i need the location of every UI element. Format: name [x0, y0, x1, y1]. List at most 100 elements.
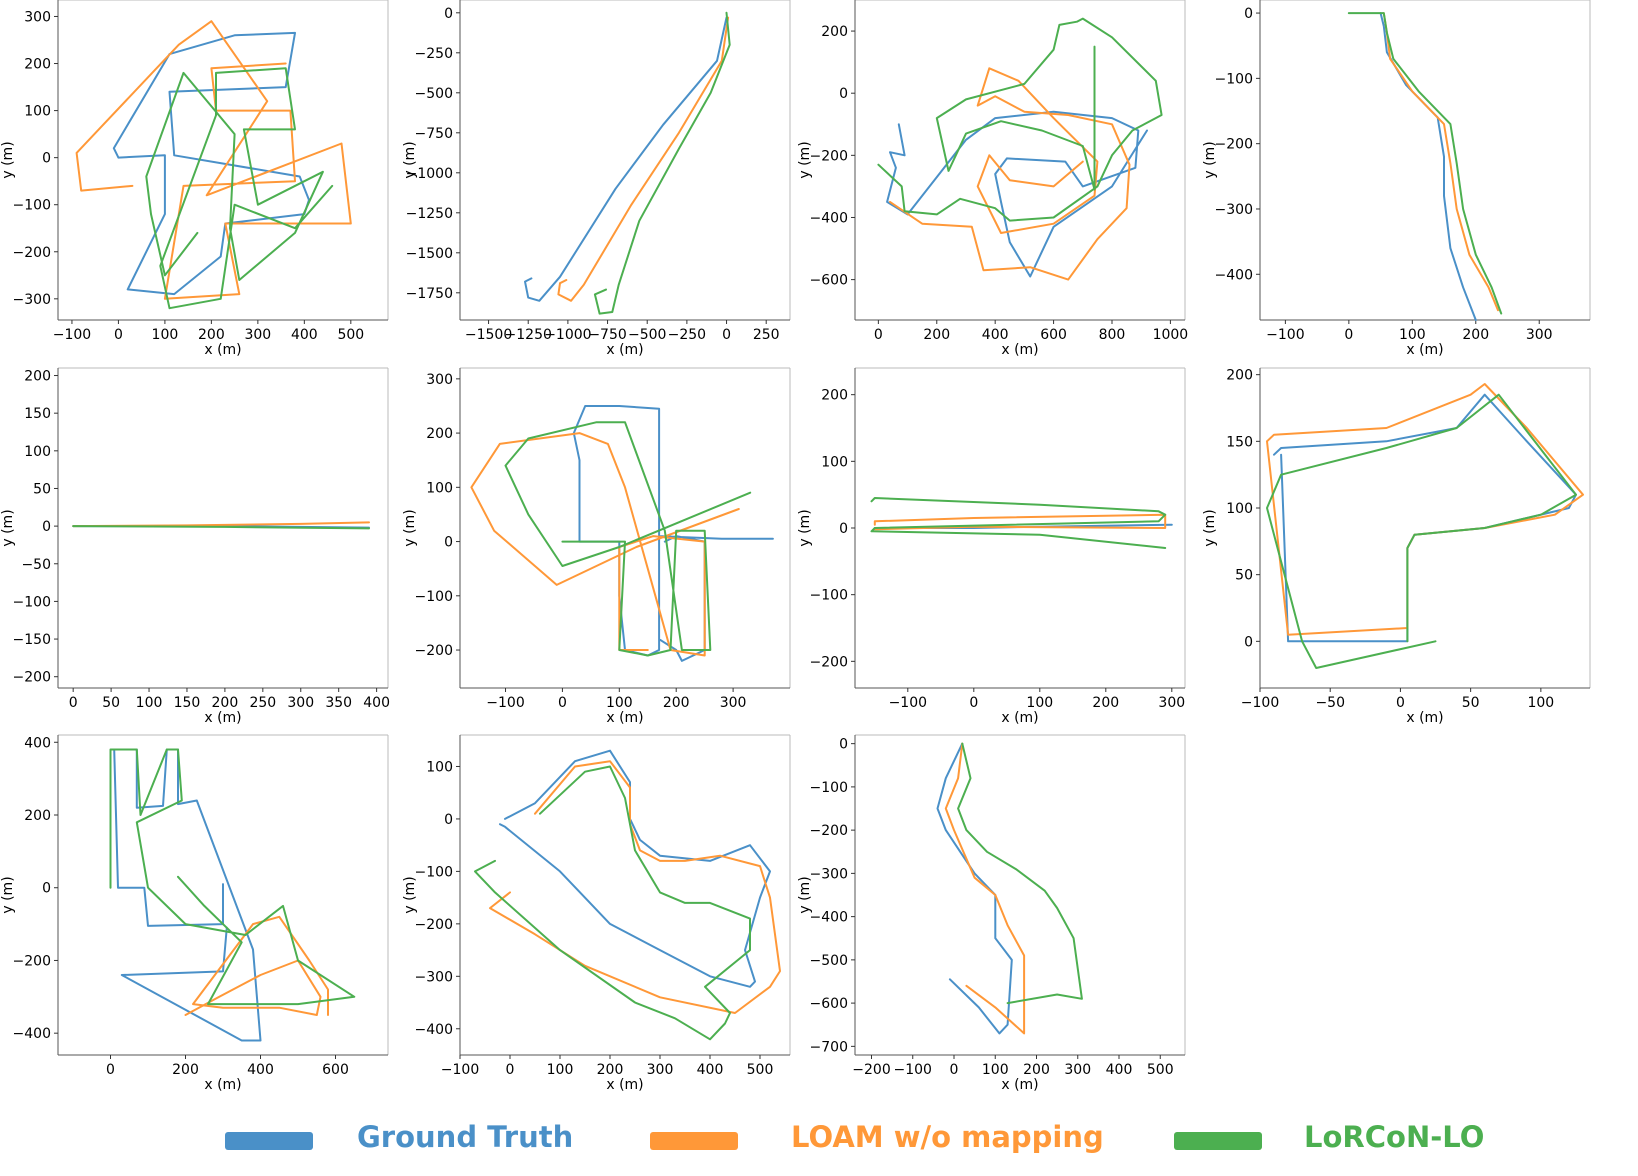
- y-axis-label: y (m): [1202, 141, 1218, 178]
- y-tick-label: −100: [13, 198, 51, 214]
- y-tick-label: −500: [415, 86, 453, 102]
- x-axis-label: x (m): [204, 342, 241, 358]
- x-axis-label: x (m): [1001, 1077, 1038, 1093]
- x-tick-label: 0: [1344, 327, 1353, 343]
- x-axis-label: x (m): [606, 710, 643, 726]
- y-tick-label: 0: [42, 151, 51, 167]
- y-axis-label: y (m): [797, 141, 813, 178]
- y-tick-label: −200: [810, 148, 848, 164]
- x-tick-label: 100: [152, 327, 179, 343]
- y-tick-label: 0: [839, 86, 848, 102]
- y-tick-label: −300: [1215, 202, 1253, 218]
- x-tick-label: 400: [1106, 1062, 1133, 1078]
- x-tick-label: 1000: [1153, 327, 1189, 343]
- y-tick-label: 100: [24, 444, 51, 460]
- y-tick-label: −600: [810, 996, 848, 1012]
- x-tick-label: 200: [597, 1062, 624, 1078]
- y-tick-label: −250: [415, 46, 453, 62]
- x-tick-label: 100: [1527, 695, 1554, 711]
- x-tick-label: 0: [558, 695, 567, 711]
- x-tick-label: −200: [852, 1062, 890, 1078]
- x-tick-label: 100: [982, 1062, 1009, 1078]
- x-tick-label: 0: [722, 327, 731, 343]
- x-tick-label: −500: [628, 327, 666, 343]
- trajectory-series-1: [1379, 12, 1477, 321]
- y-axis-label: y (m): [1202, 509, 1218, 546]
- x-tick-label: −100: [53, 327, 91, 343]
- y-tick-label: 200: [24, 57, 51, 73]
- x-tick-label: −100: [1241, 695, 1279, 711]
- y-tick-label: −1500: [406, 246, 453, 262]
- y-axis-label: y (m): [402, 141, 418, 178]
- y-tick-label: 100: [426, 759, 453, 775]
- y-tick-label: −200: [415, 917, 453, 933]
- y-axis-label: y (m): [797, 509, 813, 546]
- x-tick-label: 300: [647, 1062, 674, 1078]
- y-tick-label: 0: [839, 521, 848, 537]
- x-tick-label: 200: [198, 327, 225, 343]
- y-tick-label: 300: [24, 9, 51, 25]
- y-tick-label: 300: [426, 372, 453, 388]
- legend-swatch-loam: [650, 1132, 738, 1150]
- x-tick-label: 100: [606, 695, 633, 711]
- x-tick-label: 100: [1399, 327, 1426, 343]
- x-tick-label: 0: [69, 695, 78, 711]
- y-tick-label: −400: [810, 910, 848, 926]
- trajectory-series-2: [1266, 383, 1584, 636]
- y-axis-label: y (m): [0, 141, 16, 178]
- y-tick-label: 150: [24, 406, 51, 422]
- x-tick-label: 200: [1462, 327, 1489, 343]
- y-tick-label: 150: [1226, 434, 1253, 450]
- x-tick-label: 300: [1158, 695, 1185, 711]
- y-tick-label: 50: [1235, 568, 1253, 584]
- x-tick-label: 300: [1526, 327, 1553, 343]
- x-tick-label: −750: [588, 327, 626, 343]
- x-tick-label: −1500: [465, 327, 512, 343]
- x-axis-label: x (m): [1001, 710, 1038, 726]
- x-tick-label: 400: [982, 327, 1009, 343]
- y-tick-label: −500: [810, 953, 848, 969]
- x-axis-label: x (m): [1001, 342, 1038, 358]
- y-tick-label: −100: [415, 864, 453, 880]
- y-tick-label: −1750: [406, 286, 453, 302]
- x-tick-label: −1000: [544, 327, 591, 343]
- y-tick-label: −400: [415, 1022, 453, 1038]
- trajectory-series-1: [936, 742, 1013, 1035]
- y-axis-label: y (m): [0, 876, 16, 913]
- trajectory-series-3: [72, 525, 370, 530]
- trajectory-series-3: [870, 497, 1167, 549]
- x-tick-label: 200: [923, 327, 950, 343]
- x-tick-label: −250: [668, 327, 706, 343]
- y-tick-label: 100: [24, 104, 51, 120]
- x-tick-label: 200: [212, 695, 239, 711]
- trajectory-series-2: [557, 16, 730, 302]
- x-tick-label: −100: [894, 1062, 932, 1078]
- y-axis-label: y (m): [402, 876, 418, 913]
- y-tick-label: −100: [1215, 71, 1253, 87]
- x-tick-label: 300: [1064, 1062, 1091, 1078]
- x-tick-label: 800: [1099, 327, 1126, 343]
- trajectory-series-3: [474, 765, 751, 1041]
- x-tick-label: 300: [720, 695, 747, 711]
- y-axis-label: y (m): [0, 509, 16, 546]
- y-tick-label: 50: [33, 481, 51, 497]
- y-tick-label: −200: [415, 643, 453, 659]
- x-tick-label: −1250: [505, 327, 552, 343]
- y-tick-label: −1000: [406, 166, 453, 182]
- x-tick-label: −100: [441, 1062, 479, 1078]
- y-tick-label: −100: [810, 780, 848, 796]
- y-tick-label: −1250: [406, 206, 453, 222]
- legend-label-lorcon-lo: LoRCoN-LO: [1304, 1120, 1485, 1154]
- y-tick-label: 0: [444, 6, 453, 22]
- x-tick-label: −50: [1315, 695, 1345, 711]
- y-tick-label: −400: [1215, 267, 1253, 283]
